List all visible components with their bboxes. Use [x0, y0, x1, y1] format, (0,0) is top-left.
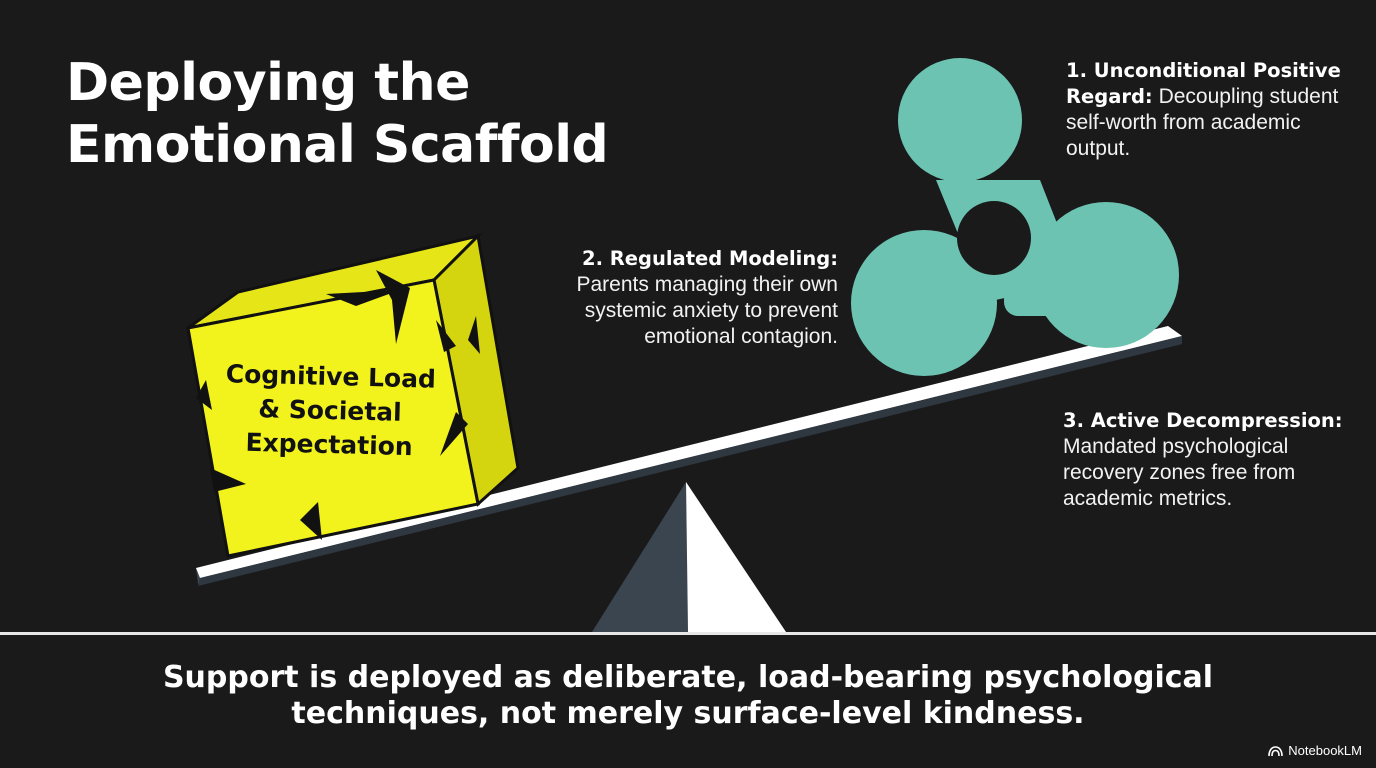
point-1-heading: 1. Unconditional Positive Regard: [1066, 59, 1341, 108]
notebooklm-logo-icon [1268, 745, 1284, 756]
point-2-heading: 2. Regulated Modeling: [582, 247, 838, 270]
point-unconditional-positive-regard: 1. Unconditional Positive Regard: Decoup… [1066, 58, 1356, 162]
cognitive-load-block [186, 232, 520, 558]
footer-line-1: Support is deployed as deliberate, load-… [162, 660, 1214, 695]
title-line-1: Deploying the [66, 53, 470, 113]
notebooklm-watermark: NotebookLM [1268, 743, 1362, 759]
block-label-line-3: Expectation [245, 427, 414, 462]
block-label-line-1: Cognitive Load [225, 359, 437, 394]
point-1-text: Decoupling student self-worth from acade… [1066, 85, 1339, 160]
molecule-icon [851, 58, 1179, 376]
seesaw-plank [196, 326, 1182, 586]
point-3-text: Mandated psychological recovery zones fr… [1063, 435, 1296, 510]
fulcrum-icon [592, 482, 786, 632]
footer-statement: Support is deployed as deliberate, load-… [120, 660, 1256, 732]
slide-title: Deploying the Emotional Scaffold [66, 52, 609, 176]
footer-line-2: techniques, not merely surface-level kin… [291, 696, 1085, 731]
point-regulated-modeling: 2. Regulated Modeling: Parents managing … [520, 246, 839, 350]
block-label: Cognitive Load & Societal Expectation [211, 357, 450, 465]
point-active-decompression: 3. Active Decompression: Mandated psycho… [1063, 408, 1363, 512]
point-3-heading: 3. Active Decompression: [1063, 409, 1343, 432]
title-line-2: Emotional Scaffold [66, 115, 609, 175]
point-2-text: Parents managing their own systemic anxi… [576, 273, 839, 348]
footer-divider [0, 632, 1376, 635]
brand-name: NotebookLM [1288, 743, 1362, 758]
